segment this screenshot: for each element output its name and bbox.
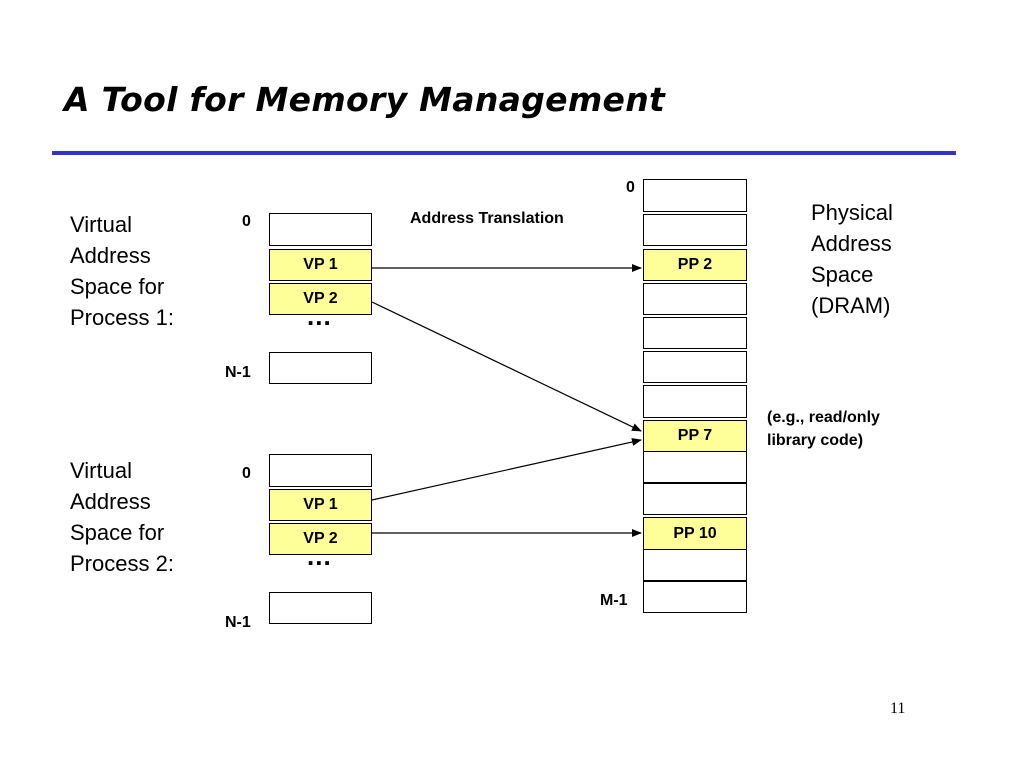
- process2-start-label: 0: [242, 465, 251, 482]
- arrow-p1-vp2-to-pp7: [371, 301, 642, 432]
- physical-end-label: M-1: [600, 592, 628, 609]
- physical-label-line: Space: [811, 262, 874, 287]
- process2-virtual-page-0: [269, 454, 372, 487]
- process1-virtual-page-0: [269, 213, 372, 246]
- process1-label-line: Virtual: [70, 212, 132, 237]
- process2-label: Virtual Address Space for Process 2:: [70, 455, 174, 579]
- physical-pp7: PP 7: [643, 420, 747, 452]
- physical-label: Physical Address Space (DRAM): [811, 197, 893, 321]
- shared-library-note: (e.g., read/only library code): [767, 406, 880, 452]
- physical-start-label: 0: [626, 179, 635, 196]
- process2-label-line: Address: [70, 489, 151, 514]
- physical-page-slot: [643, 483, 747, 515]
- title-underline: [52, 151, 956, 155]
- physical-page-slot: [643, 283, 747, 315]
- physical-pp10: PP 10: [643, 517, 747, 550]
- process2-virtual-page-last: [269, 592, 372, 624]
- physical-page-slot: [643, 549, 747, 581]
- slide-title: A Tool for Memory Management: [64, 80, 666, 119]
- process1-label-line: Process 1:: [70, 305, 174, 330]
- physical-label-line: Physical: [811, 200, 893, 225]
- process1-label-line: Address: [70, 243, 151, 268]
- page-number: 11: [890, 700, 906, 717]
- shared-library-note-line: (e.g., read/only: [767, 409, 880, 426]
- process2-vp2: VP 2: [269, 523, 372, 555]
- physical-page-slot: [643, 351, 747, 383]
- physical-page-slot: [643, 214, 747, 246]
- physical-page-slot: [643, 317, 747, 349]
- process1-ellipsis: ...: [307, 301, 332, 331]
- process1-virtual-page-last: [269, 352, 372, 384]
- process2-label-line: Virtual: [70, 458, 132, 483]
- process1-start-label: 0: [242, 213, 251, 230]
- process1-end-label: N-1: [225, 364, 251, 381]
- physical-page-slot: [643, 385, 747, 418]
- process2-vp1: VP 1: [269, 489, 372, 521]
- process1-vp2: VP 2: [269, 283, 372, 315]
- process1-vp1: VP 1: [269, 249, 372, 281]
- physical-label-line: Address: [811, 231, 892, 256]
- arrow-p2-vp1-to-pp7: [371, 438, 642, 501]
- physical-label-line: (DRAM): [811, 293, 891, 318]
- shared-library-note-line: library code): [767, 432, 864, 449]
- process2-label-line: Space for: [70, 520, 165, 545]
- address-translation-label: Address Translation: [410, 210, 564, 227]
- physical-page-slot: [643, 451, 747, 483]
- process2-ellipsis: ...: [307, 541, 332, 571]
- process1-label-line: Space for: [70, 274, 165, 299]
- physical-page-slot: [643, 179, 747, 212]
- process2-label-line: Process 2:: [70, 551, 174, 576]
- process2-end-label: N-1: [225, 614, 251, 631]
- process1-label: Virtual Address Space for Process 1:: [70, 209, 174, 333]
- physical-page-slot: [643, 581, 747, 613]
- physical-pp2: PP 2: [643, 249, 747, 281]
